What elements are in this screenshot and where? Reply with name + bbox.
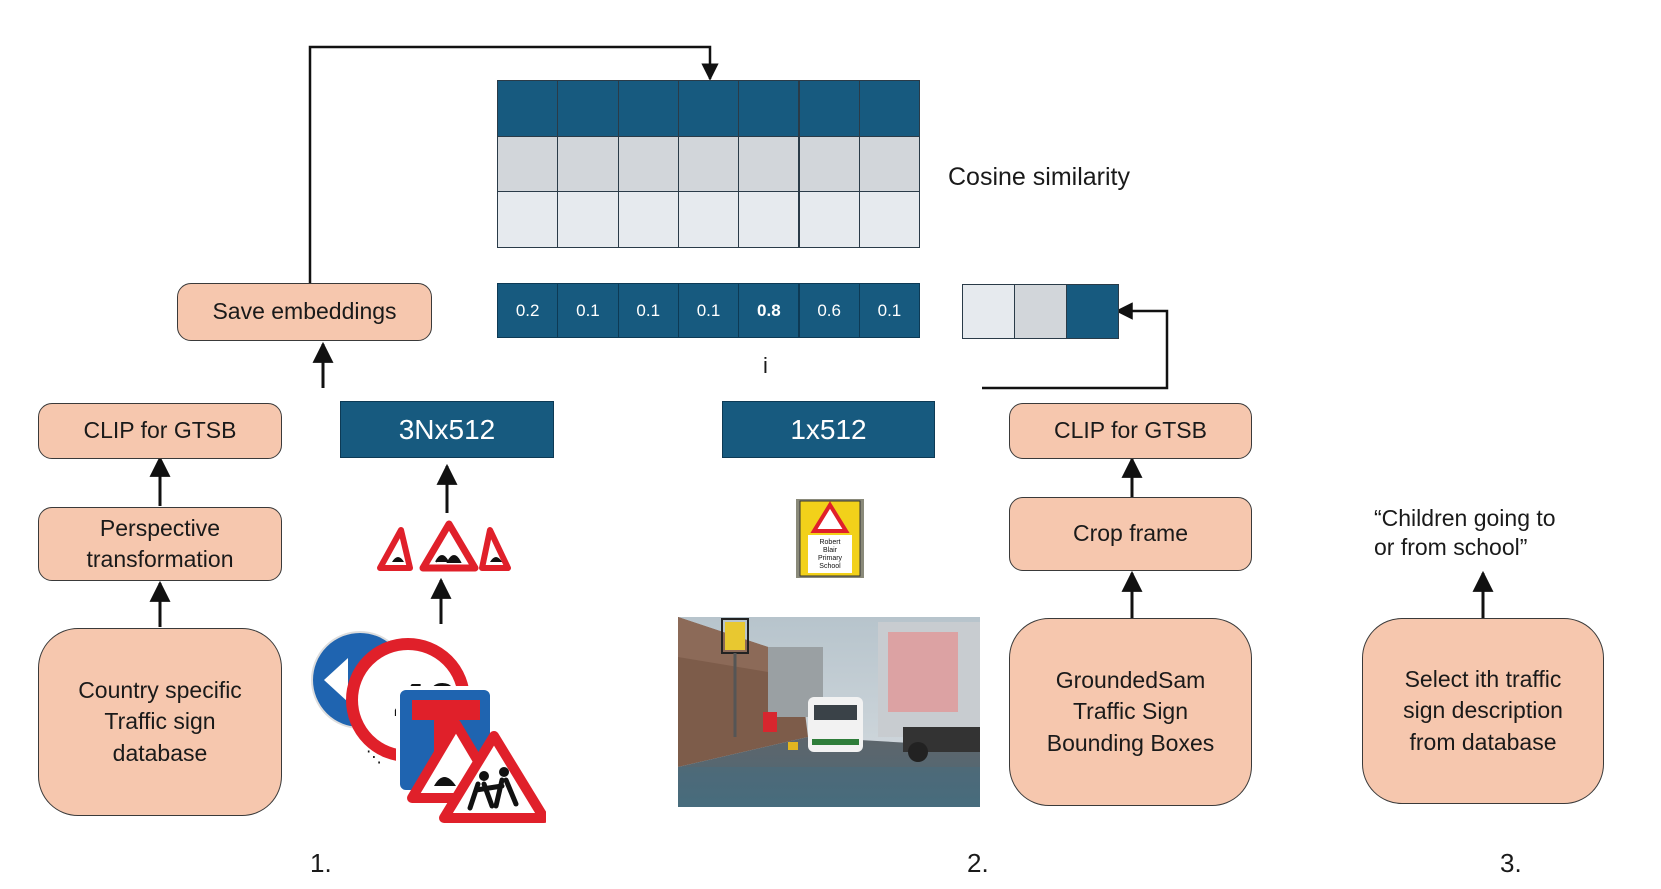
matrix-cell [617,191,679,248]
street-scene-image [678,617,980,807]
svg-text:Robert: Robert [819,539,840,546]
step-number-2: 2. [967,848,989,878]
score-cell: 0.1 [858,283,921,338]
clip-stage2-label: CLIP for GTSB [1054,417,1207,444]
cropped-sign-icon: Robert Blair Primary School [799,500,861,577]
query-vector-cell [1066,284,1119,339]
traffic-signs-collage-icon: 40 ⋱ [311,631,546,823]
matrix-cell [497,191,559,248]
matrix-cell [497,135,559,192]
traffic-sign-database-label: Country specific Traffic sign database [78,677,242,766]
index-label: i [763,353,768,378]
query-embedding-shape-label: 1x512 [790,413,867,445]
groundedsam-box: GroundedSam Traffic Sign Bounding Boxes [1009,618,1252,806]
score-cell: 0.1 [557,283,619,338]
matrix-cell [557,135,619,192]
clip-stage1-box: CLIP for GTSB [38,403,282,459]
score-cell: 0.8 [738,283,800,338]
svg-text:Blair: Blair [823,547,838,554]
arrow-save-to-matrix [308,45,719,283]
matrix-cell [798,135,860,192]
score-cell: 0.6 [798,283,860,338]
score-cell: 0.1 [617,283,679,338]
matrix-cell [677,191,740,248]
crop-frame-box: Crop frame [1009,497,1252,571]
matrix-cell [738,80,800,137]
matrix-cell [858,191,921,248]
arrow-clip-to-query-vector [982,302,1169,390]
groundedsam-label: GroundedSam Traffic Sign Bounding Boxes [1046,667,1215,756]
embedding-shape-box: 3Nx512 [340,401,554,458]
matrix-cell [557,191,619,248]
matrix-cell [738,135,800,192]
embedding-shape-label: 3Nx512 [398,413,496,445]
matrix-cell [497,80,559,137]
query-vector-cell [962,284,1015,339]
matrix-cell [798,191,860,248]
score-cell: 0.1 [677,283,740,338]
matrix-cell [858,135,921,192]
save-embeddings-label: Save embeddings [212,298,397,325]
matrix-cell [677,135,740,192]
svg-text:⋱: ⋱ [366,749,382,766]
warped-signs-icon [377,520,511,572]
perspective-transformation-box: Perspective transformation [38,507,282,581]
query-embedding-shape-box: 1x512 [722,401,935,458]
matrix-cell [677,80,740,137]
matrix-cell [858,80,921,137]
sign-description-text: “Children going to or from school” [1374,505,1556,560]
cropped-sign-image: Robert Blair Primary School [796,499,864,578]
matrix-cell [557,80,619,137]
clip-stage1-label: CLIP for GTSB [83,417,237,444]
svg-text:Primary: Primary [818,555,843,562]
traffic-sign-database-box: Country specific Traffic sign database [38,628,282,816]
svg-text:School: School [819,563,841,570]
matrix-cell [738,191,800,248]
matrix-cell [617,135,679,192]
matrix-cell [617,80,679,137]
clip-stage2-box: CLIP for GTSB [1009,403,1252,459]
save-embeddings-box: Save embeddings [177,283,432,341]
cosine-similarity-label: Cosine similarity [948,163,1130,191]
perspective-transformation-label: Perspective transformation [86,514,234,572]
select-description-label: Select ith traffic sign description from… [1403,666,1563,755]
query-vector-cell [1014,284,1067,339]
step-number-1: 1. [310,848,332,878]
score-cell: 0.2 [497,283,559,338]
select-description-box: Select ith traffic sign description from… [1362,618,1604,804]
crop-frame-label: Crop frame [1072,520,1189,547]
step-number-3: 3. [1500,848,1522,878]
matrix-cell [798,80,860,137]
